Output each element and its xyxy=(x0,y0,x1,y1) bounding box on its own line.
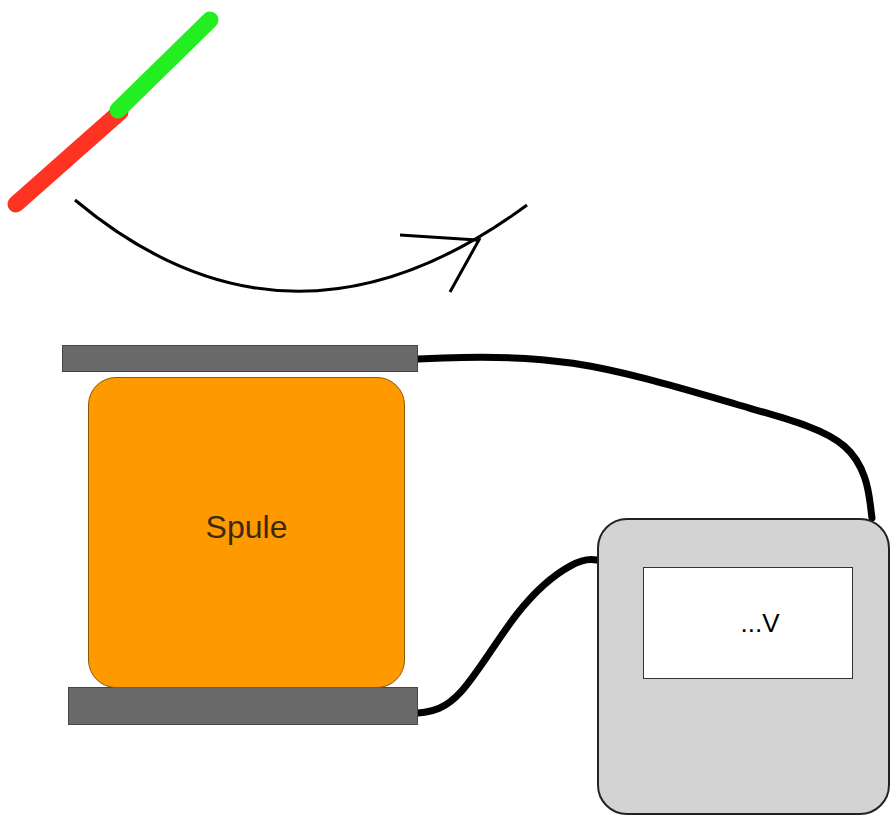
coil-plate xyxy=(68,687,418,725)
magnet-south xyxy=(16,112,120,204)
meter-display: ...V xyxy=(643,567,853,679)
coil: Spule xyxy=(62,345,418,725)
coil-label: Spule xyxy=(206,509,288,546)
coil-plate xyxy=(62,345,418,372)
wire xyxy=(418,357,872,518)
coil-body: Spule xyxy=(88,377,405,688)
motion-arrow xyxy=(75,200,527,291)
meter-reading: ...V xyxy=(740,608,779,639)
voltmeter: ...V xyxy=(597,518,890,815)
motion-arrowhead xyxy=(400,235,480,292)
wire xyxy=(418,559,597,713)
magnet-north xyxy=(118,20,210,110)
